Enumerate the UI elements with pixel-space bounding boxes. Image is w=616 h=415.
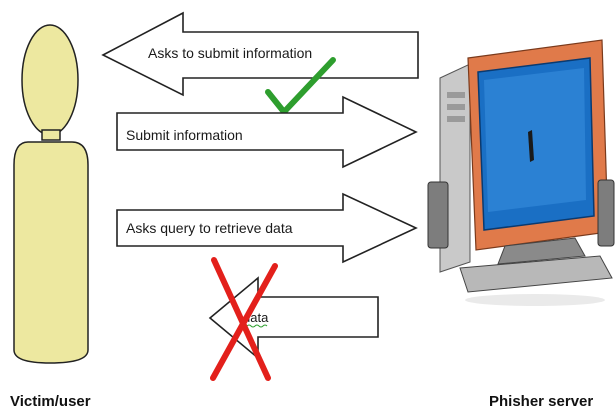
- victim-label: Victim/user: [10, 393, 91, 410]
- victim-head: [21, 24, 79, 136]
- left-speaker: [427, 181, 449, 249]
- arrow-query-data: Asks query to retrieve data: [116, 192, 418, 264]
- server-stand: [497, 237, 586, 265]
- arrow-submit-info: Submit information: [116, 95, 418, 169]
- arrow-ask-submit-label: Asks to submit information: [148, 45, 312, 61]
- arrow-submit-info-label: Submit information: [126, 127, 243, 143]
- server-computer-icon: [427, 39, 615, 306]
- arrow-ask-submit: Asks to submit information: [101, 11, 419, 97]
- server-keyboard: [459, 255, 613, 293]
- victim-body: [13, 141, 89, 364]
- check-icon: [265, 57, 336, 115]
- right-speaker: [597, 179, 615, 247]
- arrow-query-data-label: Asks query to retrieve data: [126, 220, 293, 236]
- server-label: Phisher server: [489, 393, 593, 410]
- victim-figure: [13, 24, 89, 364]
- arrow-data-return: data: [208, 276, 379, 360]
- server-screen-glyph: [528, 130, 534, 162]
- victim-neck: [41, 129, 61, 141]
- cross-icon: [210, 257, 278, 381]
